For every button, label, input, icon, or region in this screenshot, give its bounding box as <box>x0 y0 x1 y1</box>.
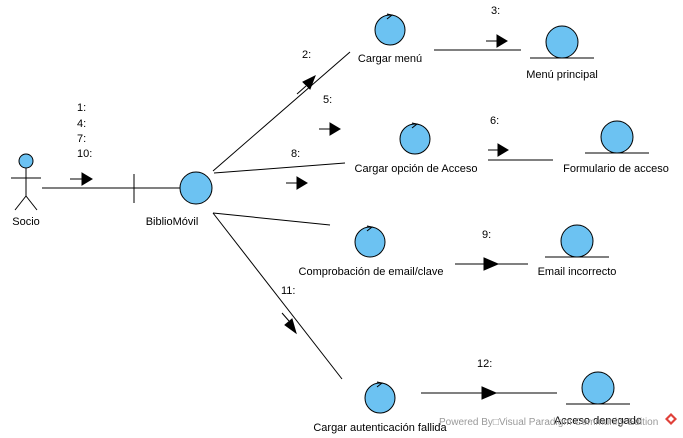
arrow-msg-3-head <box>496 34 508 48</box>
control-label-comprobacion: Comprobación de email/clave <box>299 266 444 278</box>
actor-socio <box>11 153 41 211</box>
control-circle <box>374 14 406 46</box>
msg-label-2: 2: <box>302 49 311 61</box>
control-arrow-mark <box>366 225 374 232</box>
entity-label-menu-principal: Menú principal <box>526 69 598 81</box>
link-bibliomovil-comprobacion <box>212 212 331 226</box>
message-arrows <box>70 34 509 400</box>
msg-label-9: 9: <box>482 229 491 241</box>
entity-label-acceso-denegado: Acceso denegado <box>554 415 642 427</box>
control-cargar-acceso <box>399 122 431 155</box>
arrow-msg-11-shaft <box>281 312 290 322</box>
arrow-msg-2-shaft <box>296 85 307 95</box>
actor-left-leg <box>14 195 27 211</box>
link-bibliomovil-cargar-menu <box>212 51 351 172</box>
labels: Socio BiblioMóvil Cargar menú Cargar opc… <box>12 5 669 434</box>
msg-label-10: 10: <box>77 148 92 160</box>
arrow-msg-1-head <box>81 172 93 186</box>
arrow-msg-9-head <box>483 257 500 271</box>
msg-label-4: 4: <box>77 118 86 130</box>
arrow-msg-6-head <box>497 143 509 157</box>
control-circle <box>399 123 431 155</box>
entity-formulario-acceso <box>585 120 649 154</box>
watermark-text: Powered By□Visual Paradigm Community Edi… <box>439 417 658 428</box>
entity-circle <box>560 224 594 258</box>
msg-label-3: 3: <box>491 5 500 17</box>
entity-menu-principal <box>530 25 594 59</box>
msg-label-12: 12: <box>477 358 492 370</box>
entity-acceso-denegado <box>566 371 630 405</box>
visual-paradigm-logo-inner <box>668 416 674 422</box>
entity-circle <box>600 120 634 154</box>
msg-label-7: 7: <box>77 133 86 145</box>
actor-right-leg <box>25 195 38 211</box>
actor-label: Socio <box>12 216 40 228</box>
boundary-circle <box>179 171 213 205</box>
msg-label-8: 8: <box>291 148 300 160</box>
entity-email-incorrecto <box>545 224 609 258</box>
arrow-msg-11-head <box>284 318 297 335</box>
control-arrow-mark <box>376 381 384 388</box>
link-bibliomovil-cargar-fallida <box>212 212 343 380</box>
control-label-cargar-acceso: Cargar opción de Acceso <box>355 163 478 175</box>
actor-head <box>18 153 34 169</box>
entity-circle <box>581 371 615 405</box>
arrow-msg-5-head <box>329 122 341 136</box>
link-bibliomovil-cargar-acceso <box>213 162 346 174</box>
control-label-cargar-menu: Cargar menú <box>358 53 422 65</box>
control-label-cargar-fallida: Cargar autenticación fallida <box>313 422 447 434</box>
control-cargar-fallida <box>364 381 396 414</box>
control-circle <box>364 382 396 414</box>
control-circle <box>354 226 386 258</box>
entity-label-email-incorrecto: Email incorrecto <box>538 266 617 278</box>
msg-label-1: 1: <box>77 102 86 114</box>
entity-circle <box>545 25 579 59</box>
control-cargar-menu <box>374 13 406 46</box>
control-arrow-mark <box>411 122 419 129</box>
msg-label-11: 11: <box>281 285 295 297</box>
control-arrow-mark <box>386 13 394 20</box>
boundary-label: BiblioMóvil <box>146 216 199 228</box>
control-comprobacion <box>354 225 386 258</box>
watermark: Powered By□Visual Paradigm Community Edi… <box>439 413 677 428</box>
entity-label-formulario-acceso: Formulario de acceso <box>563 163 669 175</box>
msg-label-6: 6: <box>490 115 499 127</box>
arrow-msg-12-head <box>481 386 498 400</box>
arrow-msg-8-head <box>296 176 308 190</box>
arrow-msg-2-head <box>302 74 316 90</box>
boundary-bibliomovil <box>133 171 213 205</box>
msg-label-5: 5: <box>323 94 332 106</box>
links <box>42 49 557 394</box>
